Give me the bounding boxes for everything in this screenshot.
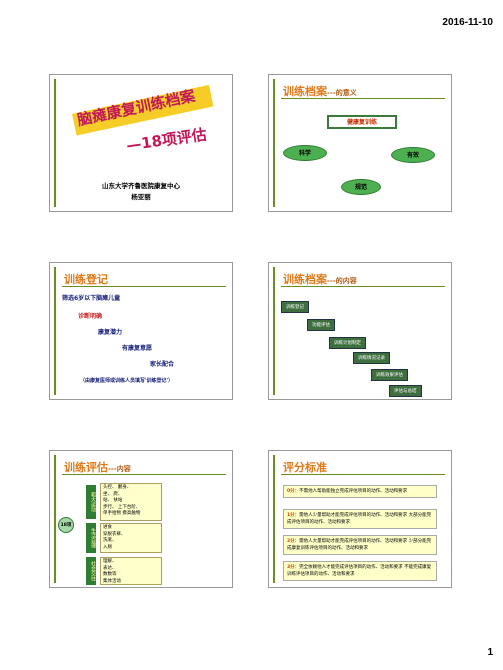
slide-3-registration: 训练登记 筛选6岁以下脑瘫儿童 诊断明确 康复潜力 有康复意愿 家长配合 （由康…	[49, 262, 233, 400]
slide-title: 评分标准	[283, 461, 327, 474]
slide-accent-bar	[54, 267, 56, 395]
reg-note: （由康复医师或训练人员填写'训练登记'）	[80, 378, 174, 384]
step-3: 训练计划制定	[329, 337, 366, 349]
slide-title: 训练登记	[64, 273, 108, 286]
slide-accent-bar	[273, 455, 275, 583]
right-oval: 有效	[391, 147, 435, 163]
left-oval: 科学	[283, 145, 327, 161]
slide-title: 训练档案---的内容	[283, 273, 357, 286]
slide-accent-bar	[273, 267, 275, 395]
title-underline	[281, 474, 445, 475]
eighteen-items-label: 18项	[58, 517, 74, 533]
reg-line-4: 有康复意愿	[122, 345, 153, 352]
group-2-items: 进食 穿脱衣裤、 洗漱、 入厕	[100, 523, 162, 553]
step-4: 训练情况记录	[353, 352, 390, 364]
title-underline	[281, 286, 445, 287]
slide-accent-bar	[54, 79, 56, 207]
slide-accent-bar	[273, 79, 275, 207]
group-1-items: 头控、 翻身、 坐、 爬、 站、 扶站 步行、 上下台阶、 单手拾物 摸高触物	[100, 483, 162, 521]
slide-5-assessment: 训练评估---内容 18项 粗大运动 头控、 翻身、 坐、 爬、 站、 扶站 步…	[49, 450, 233, 588]
reg-line-1: 筛选6岁以下脑瘫儿童	[62, 295, 121, 302]
title-underline	[62, 474, 226, 475]
page-number: 1	[487, 647, 493, 658]
score-row-1: 1分：需他人少量帮助才能完成评估项目的动作、活动和要求 大部分能完成评估项目的动…	[283, 509, 437, 529]
reg-line-5: 家长配合	[150, 361, 175, 368]
reg-line-3: 康复潜力	[98, 329, 123, 336]
step-6: 评估与总结	[389, 385, 422, 397]
slide-title: 训练评估---内容	[64, 461, 131, 474]
slide-6-scoring: 评分标准 0分：不需他人帮助能独立完成评估项目的动作、活动和要求 1分：需他人少…	[268, 450, 452, 588]
step-5: 训练效果评估	[371, 369, 408, 381]
bottom-oval: 规范	[341, 179, 381, 195]
group-3-label: 社会交往	[86, 557, 96, 585]
step-2: 功能评估	[307, 319, 335, 331]
score-row-3: 3分：完全依赖他人才能完成评估项目的动作、活动和要求 不能完成康复训练评估项目的…	[283, 561, 437, 581]
slide-accent-bar	[54, 455, 56, 583]
slide-title: 训练档案---的意义	[283, 85, 357, 98]
slide-1-title: 脑瘫康复训练档案 —18项评估 山东大学齐鲁医院康复中心 杨亚丽	[49, 74, 233, 212]
title-underline	[62, 286, 226, 287]
slide-4-content: 训练档案---的内容 训练登记 功能评估 训练计划制定 训练情况记录 训练效果评…	[268, 262, 452, 400]
author-name: 杨亚丽	[131, 193, 151, 201]
org-name: 山东大学齐鲁医院康复中心	[102, 182, 180, 190]
score-row-0: 0分：不需他人帮助能独立完成评估项目的动作、活动和要求	[283, 485, 437, 498]
header-date: 2016-11-10	[442, 17, 493, 28]
group-3-items: 理解、 表达、 数数等 集体活动	[100, 557, 162, 585]
reg-line-2: 诊断明确	[78, 313, 103, 320]
title-underline	[281, 98, 445, 99]
slide-2-meaning: 训练档案---的意义 健康复训练 科学 有效 规范	[268, 74, 452, 212]
group-1-label: 粗大运动	[86, 485, 96, 519]
title-art: 脑瘫康复训练档案 —18项评估	[64, 81, 224, 155]
score-row-2: 2分：需他人大量帮助才能完成评估项目的动作、活动和要求 少部分能完成康复训练评估…	[283, 535, 437, 555]
step-1: 训练登记	[281, 301, 309, 313]
top-box: 健康复训练	[327, 115, 397, 129]
group-2-label: 生活自理	[86, 523, 96, 553]
